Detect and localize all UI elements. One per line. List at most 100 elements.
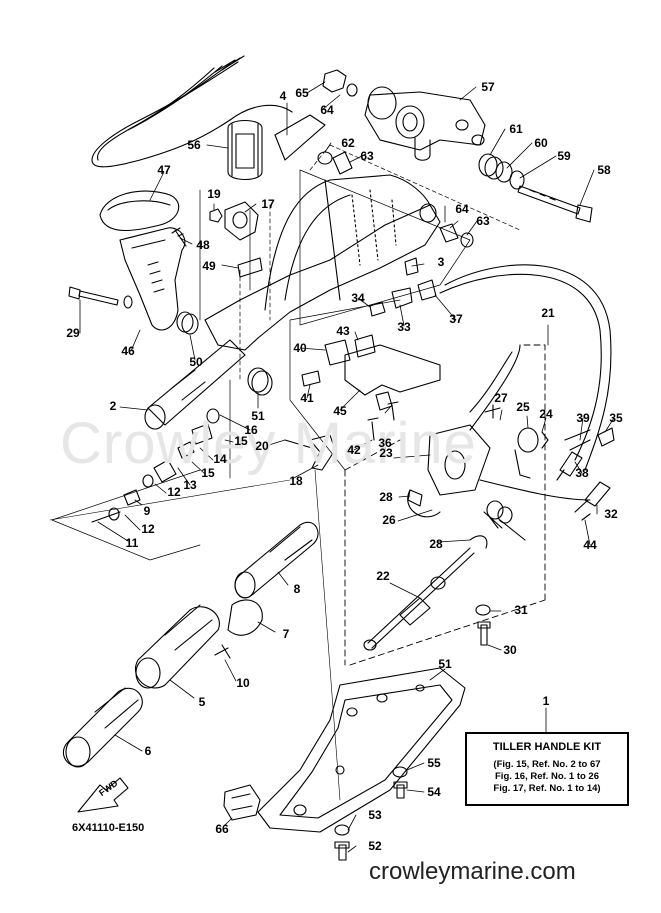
- grip-8: [234, 521, 319, 599]
- part-number-41: 40: [293, 341, 307, 355]
- frame-switch-group: [344, 344, 546, 666]
- part-number-16: 16: [244, 423, 258, 437]
- part-number-64b: 64: [455, 202, 469, 216]
- screw-37: [387, 401, 399, 421]
- part-number-65: 64: [320, 103, 334, 117]
- part-number-10: 10: [236, 676, 250, 690]
- shift-rod-22: [363, 547, 475, 651]
- part-number-19: 19: [207, 187, 221, 201]
- part-number-34: 33: [397, 320, 411, 334]
- part-number-11: 11: [125, 536, 139, 550]
- part-number-13: 13: [183, 478, 197, 492]
- clip-38: [417, 279, 437, 301]
- part-number-63b: 63: [476, 214, 490, 228]
- bottom-cover-52: [257, 667, 466, 833]
- part-number-55: 54: [427, 785, 441, 799]
- part-number-32: 31: [514, 603, 528, 617]
- washer-61: [495, 161, 513, 183]
- grommet-67: [223, 784, 261, 821]
- frame-upper-group: [199, 169, 471, 326]
- bracket-58: [364, 86, 486, 161]
- diagram-code: 6X41110-E150: [72, 822, 145, 834]
- part-number-20: 20: [255, 439, 269, 453]
- bushing-62: [478, 153, 504, 180]
- part-number-66: 65: [295, 86, 309, 100]
- washer-24: [541, 431, 549, 449]
- part-number-24: 24: [539, 407, 553, 421]
- friction-parts-stack: [91, 408, 220, 523]
- part-number-28b: 28: [429, 537, 443, 551]
- part-number-15b: 15: [234, 434, 248, 448]
- part-number-49: 48: [196, 238, 210, 252]
- website-link[interactable]: crowleymarine.com: [369, 858, 576, 885]
- part-number-12b: 12: [167, 485, 181, 499]
- throttle-shaft-2: [144, 339, 246, 430]
- part-number-33: 32: [604, 507, 618, 521]
- throttle-cables: [91, 55, 293, 168]
- stop-switch-assembly: [407, 344, 591, 518]
- grip-6: [62, 687, 143, 768]
- washer-32: [475, 604, 491, 616]
- part-number-17: 17: [261, 197, 275, 211]
- clip-28-upper: [407, 489, 423, 507]
- screw-43: [367, 417, 379, 441]
- washer-60: [509, 170, 525, 190]
- part-number-27: 27: [494, 391, 508, 405]
- frame-lower-group: [49, 469, 341, 801]
- washer-56: [392, 766, 408, 778]
- watermark-text: Crowley Marine: [60, 411, 477, 476]
- part-number-60: 59: [557, 149, 571, 163]
- part-number-48: 47: [157, 163, 171, 177]
- part-number-47: 46: [121, 344, 135, 358]
- part-number-3: 3: [437, 255, 445, 269]
- part-number-25: 25: [516, 400, 530, 414]
- grip-cover-48: [99, 190, 180, 232]
- part-number-5: 5: [198, 695, 206, 709]
- cable-28-lower: [469, 535, 488, 549]
- part-number-51a: 50: [189, 355, 203, 369]
- kit-title: TILLER HANDLE KIT: [492, 741, 602, 753]
- frame-center-group: [289, 299, 401, 471]
- part-number-51b: 51: [251, 409, 265, 423]
- part-number-38: 37: [449, 312, 463, 326]
- plate-50: [237, 257, 263, 278]
- part-number-44: 43: [336, 324, 350, 338]
- part-number-18: 18: [289, 474, 303, 488]
- part-number-9: 9: [143, 504, 151, 518]
- part-number-53: 52: [368, 839, 382, 853]
- part-number-6: 6: [144, 744, 152, 758]
- part-number-61: 60: [534, 136, 548, 150]
- kit-line-1: (Fig. 15, Ref. No. 2 to 67: [493, 759, 601, 770]
- part-number-31: 30: [503, 643, 517, 657]
- nut-66: [322, 69, 347, 93]
- part-number-22: 22: [376, 569, 390, 583]
- part-number-29: 29: [66, 326, 80, 340]
- throttle-grip-5: [135, 604, 220, 689]
- bolt-29: [68, 286, 119, 306]
- leader-lines: [79, 81, 615, 853]
- part-number-36: 35: [609, 411, 623, 425]
- bracket-34: [391, 287, 413, 309]
- washer-63-top: [317, 151, 333, 165]
- part-number-39: 38: [575, 466, 589, 480]
- part-number-43: 42: [347, 443, 361, 457]
- part-number-35: 34: [351, 291, 365, 305]
- cable-loop: [444, 264, 612, 471]
- part-number-23: 23: [379, 446, 393, 460]
- part-number-21: 21: [541, 306, 555, 320]
- part-number-52: 51: [438, 657, 452, 671]
- clip-3: [404, 257, 419, 276]
- part-number-37: 36: [378, 436, 392, 450]
- bolt-53: [334, 841, 350, 861]
- tiller-arm-47: [119, 227, 186, 331]
- knob-18: [284, 434, 336, 471]
- washer-30: [123, 295, 133, 309]
- cable-bracket-46: [301, 334, 441, 411]
- bolt-59: [517, 185, 593, 223]
- bolt-55: [393, 781, 408, 799]
- decal-4: [274, 114, 326, 161]
- tiller-handle-kit-box: TILLER HANDLE KIT (Fig. 15, Ref. No. 2 t…: [465, 732, 629, 806]
- part-number-28a: 28: [379, 490, 393, 504]
- bushing-51-upper: [176, 311, 199, 335]
